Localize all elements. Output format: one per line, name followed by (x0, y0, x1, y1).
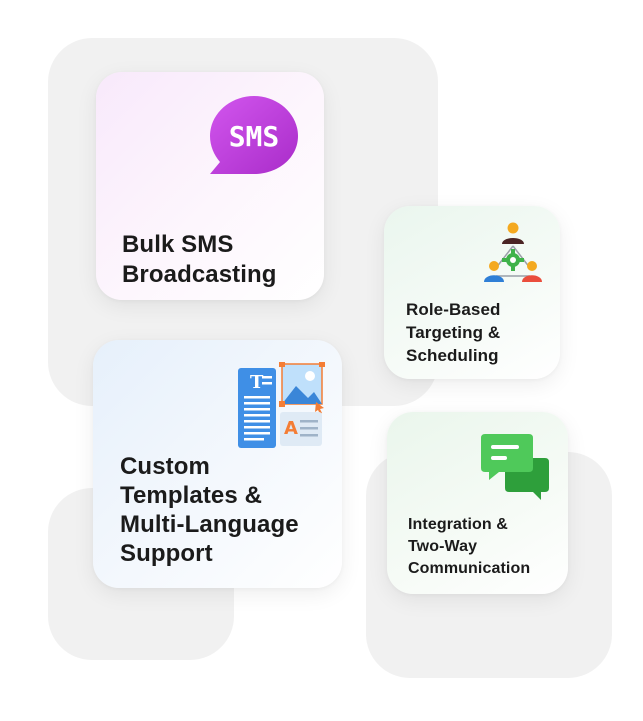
card-title: Role-Based Targeting & Scheduling (406, 300, 501, 365)
card-title: Custom Templates & Multi-Language Suppor… (120, 453, 299, 567)
team-gear-icon (484, 222, 542, 282)
sms-bubble-icon: SMS (210, 96, 298, 174)
card-title: Bulk SMS Broadcasting (122, 231, 277, 288)
card-title: Integration & Two-Way Communication (408, 516, 531, 577)
chat-bubbles-icon (481, 434, 549, 500)
svg-text:T: T (250, 372, 264, 393)
feature-card-bulk-sms: SMS Bulk SMS Broadcasting (96, 72, 324, 300)
template-editor-icon: T A (238, 362, 325, 448)
sms-icon-label: SMS (229, 120, 280, 153)
feature-card-role-based: Role-Based Targeting & Scheduling (384, 206, 560, 379)
feature-card-integration: Integration & Two-Way Communication (387, 412, 568, 594)
feature-card-custom-templates: T A Custom Templates & Multi-Language Su… (93, 340, 342, 588)
svg-text:A: A (284, 418, 298, 439)
